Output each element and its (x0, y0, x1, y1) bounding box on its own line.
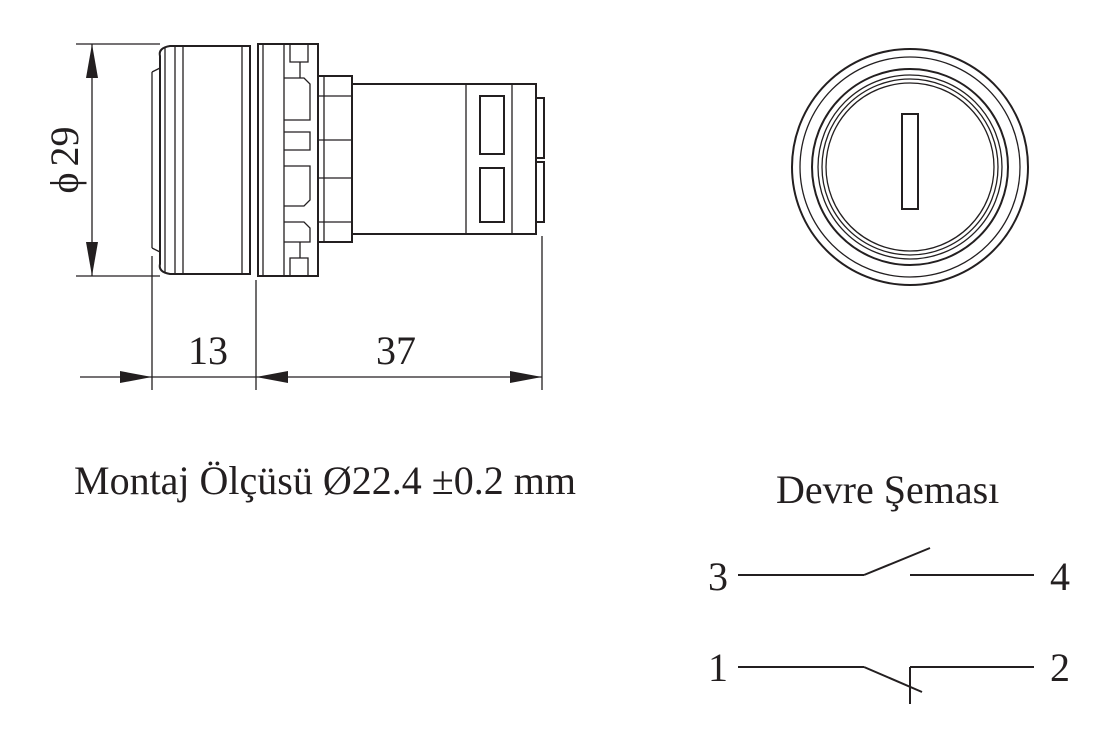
diameter-dimension: ϕ 29 (42, 43, 160, 277)
length-dimensions: 13 37 (80, 236, 543, 390)
body-length-arrow-left (256, 371, 288, 383)
front-view (791, 48, 1029, 286)
locking-ring (257, 43, 319, 277)
diameter-label: ϕ 29 (42, 126, 87, 193)
terminal-1-label: 1 (708, 645, 728, 690)
diameter-symbol: ϕ (42, 172, 87, 193)
terminal-4-label: 4 (1050, 554, 1070, 599)
circuit-title: Devre Şeması (776, 467, 999, 512)
diameter-arrow-top (86, 44, 98, 78)
normally-open-contact: 3 4 (708, 547, 1070, 599)
normally-closed-contact: 1 2 (708, 645, 1070, 704)
diameter-arrow-bottom (86, 242, 98, 276)
diameter-value: 29 (42, 126, 87, 166)
front-length-arrow (120, 371, 152, 383)
key-slot-icon (901, 113, 919, 210)
mounting-caption: Montaj Ölçüsü Ø22.4 ±0.2 mm (74, 458, 576, 503)
terminal-2-label: 2 (1050, 645, 1070, 690)
front-length-label: 13 (188, 328, 228, 373)
body-length-label: 37 (376, 328, 416, 373)
terminal-3-label: 3 (708, 554, 728, 599)
side-view (151, 43, 545, 277)
body-length-arrow-right (510, 371, 542, 383)
contact-block (351, 83, 545, 235)
collar (317, 75, 353, 243)
front-bezel (151, 45, 251, 275)
